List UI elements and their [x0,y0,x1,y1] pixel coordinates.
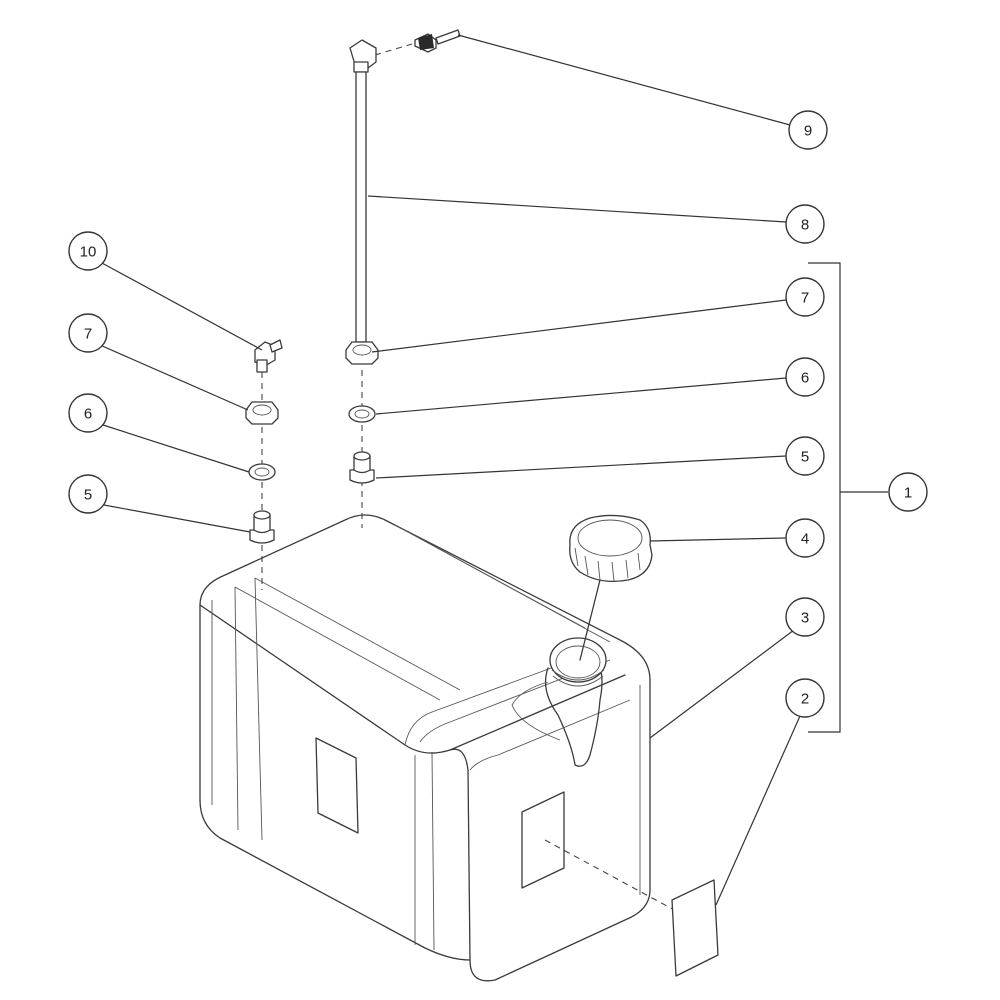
callout-8: 8 [785,204,825,244]
fuel-tank [199,514,651,982]
right-fitting-stack [345,29,461,484]
callout-8-label: 8 [801,217,809,234]
callout-1-label: 1 [904,485,912,502]
callout-9: 9 [788,110,828,150]
callout-2-label: 2 [801,691,809,708]
callout-3-label: 3 [801,610,809,627]
callout-5-left-label: 5 [84,487,92,504]
callout-4-label: 4 [801,531,809,548]
callout-6-left: 6 [68,393,108,433]
callout-10: 10 [68,231,108,271]
callout-9-label: 9 [804,123,812,140]
callout-6-left-label: 6 [84,406,92,423]
callout-7-left-label: 7 [84,326,92,343]
filler-cap [569,514,653,661]
callout-5-left: 5 [68,474,108,514]
callout-5-right: 5 [785,436,825,476]
callout-7-right-label: 7 [801,290,809,307]
callout-3: 3 [785,597,825,637]
decal-centerline [544,839,679,913]
callout-4: 4 [785,518,825,558]
callout-10-label: 10 [80,244,97,261]
decal-label [671,879,719,977]
callout-7-right: 7 [785,277,825,317]
callout-2: 2 [785,678,825,718]
callout-7-left: 7 [68,313,108,353]
leader-lines [99,34,888,906]
callout-6-right: 6 [785,357,825,397]
left-fitting-stack [245,339,283,544]
callout-1: 1 [888,472,928,512]
callout-6-right-label: 6 [801,370,809,387]
callout-5-right-label: 5 [801,449,809,466]
